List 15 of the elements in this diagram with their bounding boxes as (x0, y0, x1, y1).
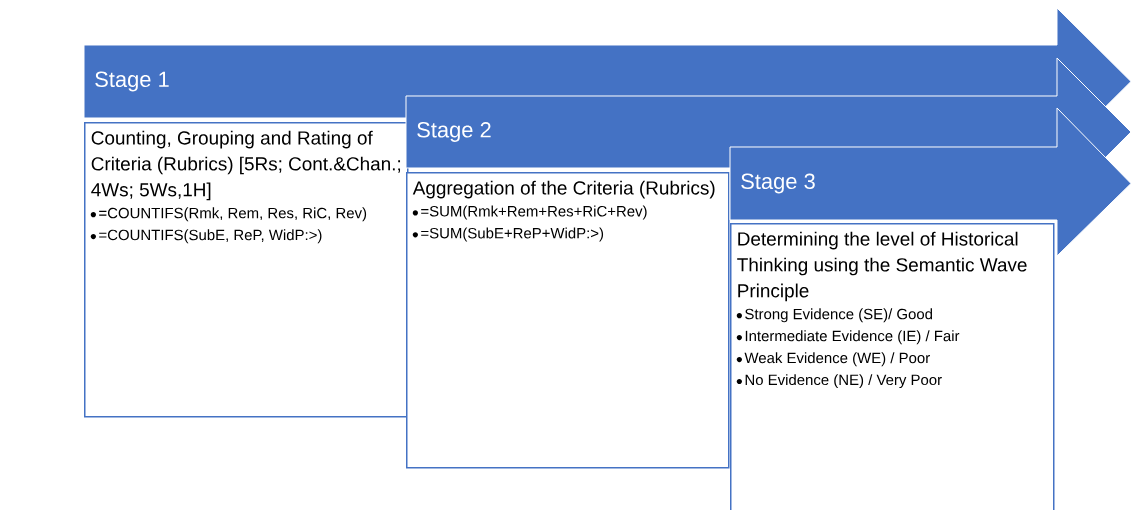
node-label: Stage 2 (417, 122, 491, 142)
box-heading: Aggregation of the Criteria (Rubrics) (412, 180, 715, 199)
node-label: Stage 3 (741, 173, 815, 194)
bullet-item: =COUNTIFS(SubE, ReP, WidP:>) (90, 229, 322, 244)
bullet-item: No Evidence (NE) / Very Poor (736, 374, 942, 389)
node-label: Stage 1 (95, 71, 169, 92)
stage-box (730, 223, 1055, 510)
bullet-item: =COUNTIFS(Rmk, Rem, Res, RiC, Rev) (90, 207, 367, 222)
stage-box (406, 172, 730, 469)
bullet-item: Intermediate Evidence (IE) / Fair (736, 330, 960, 345)
bullet-item: =SUM(SubE+ReP+WidP:>) (412, 227, 604, 242)
bullet-item: Weak Evidence (WE) / Poor (736, 352, 930, 367)
stage-box (84, 122, 409, 418)
bullet-item: =SUM(Rmk+Rem+Res+RiC+Rev) (412, 205, 647, 220)
bullet-item: Strong Evidence (SE)/ Good (736, 308, 932, 323)
